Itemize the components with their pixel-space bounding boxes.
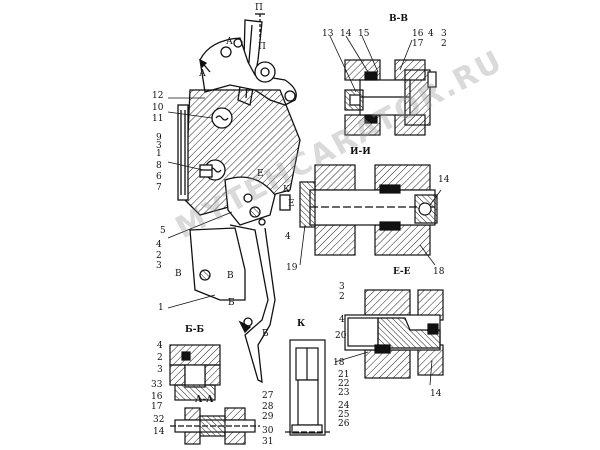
vv-label-2: 2 [441,39,447,49]
vv-label-16: 16 [412,29,424,39]
label-e: Е [257,169,264,179]
bb-label-17: 17 [151,402,163,412]
bb-label-33: 33 [151,380,163,390]
section-ii-drawing [299,164,438,256]
section-vv-drawing [344,59,437,136]
label-v-left: В [175,269,182,279]
aa-label-28: 28 [262,402,274,412]
view-k-drawing [285,339,330,436]
label-v-right: В [227,271,234,281]
ee-label-14: 14 [430,389,442,399]
vv-label-4: 4 [428,29,434,39]
section-aa-drawing [170,407,260,445]
aa-label-32: 32 [153,415,165,425]
label-3: 3 [156,141,162,151]
k-label-22: 22 [338,379,350,389]
label-a-lower: А [199,69,206,79]
k-label-24: 24 [338,401,350,411]
label-4b: 4 [285,232,291,242]
label-11: 11 [152,114,164,124]
vv-label-15: 15 [358,29,370,39]
section-bb-drawing [169,344,221,401]
label-1b: 1 [158,303,164,313]
ii-label-19: 19 [286,263,298,273]
bb-label-4: 4 [157,341,163,351]
label-a-upper: А [226,37,233,47]
label-7: 7 [156,183,162,193]
label-b-bottom: Б [262,329,269,339]
k-label-21: 21 [338,370,350,380]
label-6: 6 [156,172,162,182]
aa-label-30: 30 [262,426,274,436]
ee-label-4: 4 [339,315,345,325]
label-b-mid: Б [228,298,235,308]
aa-label-29: 29 [262,412,274,422]
vv-label-13: 13 [322,29,334,39]
k-label-23: 23 [338,388,350,398]
aa-label-27: 27 [262,391,274,401]
label-10: 10 [152,103,164,113]
label-5: 5 [160,226,166,236]
label-3b: 3 [156,261,162,271]
aa-label-31: 31 [262,437,274,447]
bb-label-16: 16 [151,392,163,402]
bb-label-2: 2 [157,353,163,363]
k-label-26: 26 [338,419,350,429]
section-title-aa: А-А [195,395,214,405]
bb-label-3: 3 [157,365,163,375]
section-ee-drawing [344,289,444,379]
label-p-mid: П [258,42,266,52]
vv-label-3: 3 [441,29,447,39]
ee-label-3: 3 [339,282,345,292]
label-8: 8 [156,161,162,171]
label-12: 12 [152,91,164,101]
label-2a: 2 [156,251,162,261]
ee-label-2: 2 [339,292,345,302]
ee-label-20: 20 [335,331,347,341]
section-title-ii: И-И [350,147,371,157]
ii-label-14: 14 [438,175,450,185]
section-title-vv: В-В [389,14,408,24]
k-label-25: 25 [338,410,350,420]
label-4a: 4 [156,240,162,250]
section-title-k: К [297,319,306,329]
vv-label-14: 14 [340,29,352,39]
aa-label-14: 14 [153,427,165,437]
label-p-top: П [255,3,263,13]
main-assembly-drawing [177,13,301,384]
section-title-ee: Е-Е [393,267,411,277]
leader-lines [167,35,442,386]
label-1a: 1 [156,149,162,159]
ee-label-18: 18 [333,358,345,368]
ii-label-18: 18 [433,267,445,277]
section-title-bb: Б-Б [185,325,205,335]
label-e-bottom: Е [288,199,295,209]
label-9: 9 [156,133,162,143]
label-k: К [283,185,290,195]
vv-label-17: 17 [412,39,424,49]
